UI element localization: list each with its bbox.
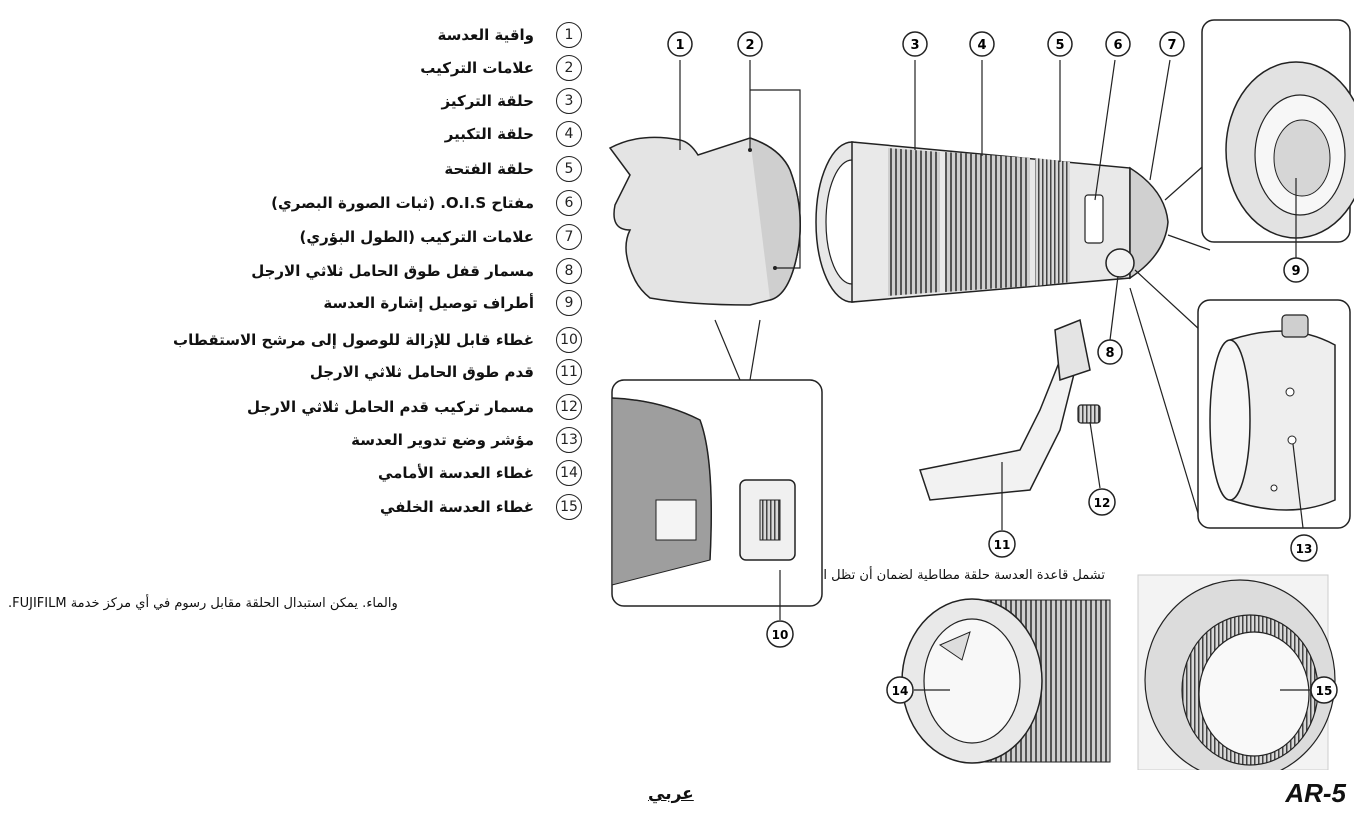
legend-number: 5: [556, 156, 582, 182]
legend-item: 15 غطاء العدسة الخلفي: [22, 494, 582, 520]
legend-item: 4 حلقة التكبير: [22, 121, 582, 147]
legend-item: 14 غطاء العدسة الأمامي: [22, 460, 582, 486]
callout-label: 8: [1105, 346, 1114, 361]
legend-number: 10: [556, 327, 582, 353]
legend-number: 12: [556, 394, 582, 420]
legend-label: أطراف توصيل إشارة العدسة: [323, 294, 534, 312]
legend-label: علامات التركيب (الطول البؤري): [299, 228, 534, 246]
legend-item: 10 غطاء قابل للإزالة للوصول إلى مرشح الاس…: [22, 327, 582, 353]
callout-label: 1: [675, 38, 684, 53]
mount-inset: [1164, 19, 1354, 258]
lens-hood: [608, 136, 801, 306]
lens-barrel: [815, 141, 1169, 303]
legend-number: 15: [556, 494, 582, 520]
callout-label: 9: [1291, 264, 1300, 279]
callout-label: 14: [892, 684, 909, 698]
legend-number: 7: [556, 224, 582, 250]
legend-label: مفتاح O.I.S. (ثبات الصورة البصري): [271, 194, 534, 212]
callout-6: 6: [1105, 31, 1131, 57]
legend-item: 6 مفتاح O.I.S. (ثبات الصورة البصري): [22, 190, 582, 216]
callout-8: 8: [1097, 339, 1123, 365]
legend-label: غطاء العدسة الخلفي: [379, 498, 534, 516]
callout-9: 9: [1283, 257, 1309, 283]
legend-label: حلقة التكبير: [444, 125, 534, 143]
callout-15: 15: [1310, 676, 1338, 704]
legend-item: 12 مسمار تركيب قدم الحامل ثلاثي الارجل: [22, 394, 582, 420]
legend-label: واقية العدسة: [437, 26, 534, 44]
tripod-foot: [919, 318, 1101, 530]
legend-label: مسمار قفل طوق الحامل ثلاثي الارجل: [251, 262, 534, 280]
legend-number: 6: [556, 190, 582, 216]
legend-number: 14: [556, 460, 582, 486]
parts-legend: 1 واقية العدسة 2 علامات التركيب 3 حلقة التر…: [0, 0, 590, 560]
callout-12: 12: [1088, 488, 1116, 516]
callout-1: 1: [667, 31, 693, 57]
legend-number: 3: [556, 88, 582, 114]
legend-label: غطاء قابل للإزالة للوصول إلى مرشح الاستق…: [173, 331, 534, 349]
legend-label: حلقة الفتحة: [444, 160, 534, 178]
callout-14: 14: [886, 676, 914, 704]
callout-label: 5: [1055, 38, 1064, 53]
legend-item: 5 حلقة الفتحة: [22, 156, 582, 182]
footer-language: عربي: [648, 784, 694, 804]
legend-number: 13: [556, 427, 582, 453]
callout-label: 2: [745, 38, 754, 53]
callout-7: 7: [1159, 31, 1185, 57]
legend-label: علامات التركيب: [420, 59, 534, 77]
legend-number: 1: [556, 22, 582, 48]
legend-number: 8: [556, 258, 582, 284]
legend-label: قدم طوق الحامل ثلاثي الارجل: [309, 363, 534, 381]
legend-label: مسمار تركيب قدم الحامل ثلاثي الارجل: [246, 398, 534, 416]
collar-inset: [1129, 269, 1351, 529]
legend-item: 1 واقية العدسة: [22, 22, 582, 48]
legend-item: 3 حلقة التركيز: [22, 88, 582, 114]
callout-label: 13: [1296, 542, 1313, 556]
callout-label: 7: [1167, 38, 1176, 53]
callout-label: 3: [910, 38, 919, 53]
legend-item: 9 أطراف توصيل إشارة العدسة: [22, 290, 582, 316]
callout-label: 4: [977, 38, 986, 53]
callout-5: 5: [1047, 31, 1073, 57]
legend-label: مؤشر وضع تدوير العدسة: [351, 431, 534, 449]
legend-item: 13 مؤشر وضع تدوير العدسة: [22, 427, 582, 453]
callout-2: 2: [737, 31, 763, 57]
callout-11: 11: [988, 530, 1016, 558]
callout-label: 11: [994, 538, 1011, 552]
callout-label: 10: [772, 628, 789, 642]
legend-item: 2 علامات التركيب: [22, 55, 582, 81]
rear-cap-photo: [1137, 574, 1336, 770]
callout-label: 15: [1316, 684, 1333, 698]
legend-label: حلقة التركيز: [441, 92, 534, 110]
front-cap-photo: [890, 585, 1111, 767]
callout-label: 6: [1113, 38, 1122, 53]
legend-number: 4: [556, 121, 582, 147]
lens-diagram: 1 2 3 4 5 6 7 8 9 10 11 12 13 14 15: [608, 19, 1354, 770]
callout-13: 13: [1290, 534, 1318, 562]
legend-number: 2: [556, 55, 582, 81]
note-line-2: والماء. يمكن استبدال الحلقة مقابل رسوم ف…: [8, 596, 398, 611]
legend-item: 8 مسمار قفل طوق الحامل ثلاثي الارجل: [22, 258, 582, 284]
legend-number: 11: [556, 359, 582, 385]
legend-label: غطاء العدسة الأمامي: [377, 464, 534, 482]
legend-item: 11 قدم طوق الحامل ثلاثي الارجل: [22, 359, 582, 385]
legend-number: 9: [556, 290, 582, 316]
callout-3: 3: [902, 31, 928, 57]
hood-inset: [611, 319, 823, 620]
page-number: AR-5: [1285, 778, 1346, 808]
callout-label: 12: [1094, 496, 1111, 510]
legend-item: 7 علامات التركيب (الطول البؤري): [22, 224, 582, 250]
callout-4: 4: [969, 31, 995, 57]
callout-10: 10: [766, 620, 794, 648]
